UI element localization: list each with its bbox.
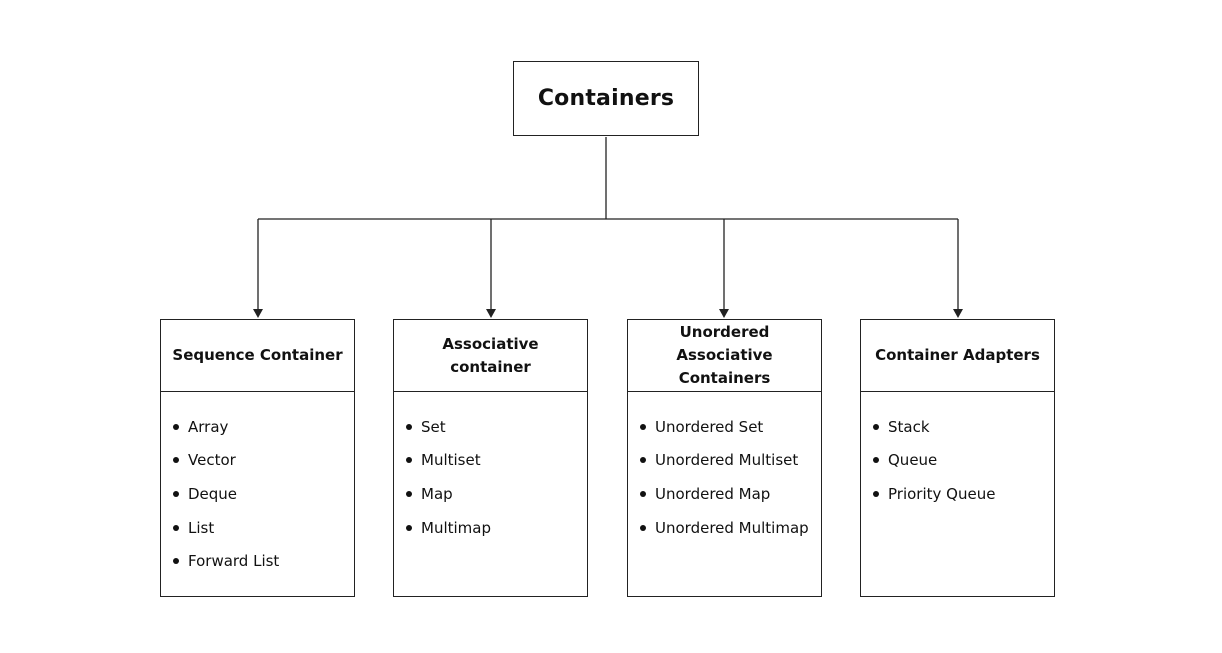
list-item-label: Unordered Multiset <box>655 451 799 470</box>
category-title: Sequence Container <box>172 346 343 364</box>
bullet-icon <box>173 490 179 497</box>
bullet-icon <box>173 558 179 565</box>
bullet-icon <box>406 490 412 497</box>
category-sequence-container: Sequence Container Array Vector Deque Li… <box>160 319 355 597</box>
bullet-icon <box>640 423 646 430</box>
list-item-label: Unordered Set <box>655 417 764 436</box>
category-header: Sequence Container <box>161 320 354 392</box>
bullet-icon <box>640 524 646 531</box>
arrowhead-sequence <box>253 309 263 318</box>
list-item: Stack <box>873 415 1054 438</box>
arrowhead-associative <box>486 309 496 318</box>
bullet-icon <box>406 423 412 430</box>
list-item: Unordered Multimap <box>640 516 821 539</box>
category-title: Container Adapters <box>875 346 1040 364</box>
list-item-label: Forward List <box>188 552 280 571</box>
category-item-list: Stack Queue Priority Queue <box>861 392 1054 505</box>
category-container-adapters: Container Adapters Stack Queue Priority … <box>860 319 1055 597</box>
bullet-icon <box>873 423 879 430</box>
bullet-icon <box>640 457 646 464</box>
category-item-list: Array Vector Deque List Forward List <box>161 392 354 573</box>
list-item: Unordered Map <box>640 482 821 505</box>
bullet-icon <box>173 423 179 430</box>
list-item: Deque <box>173 482 354 505</box>
list-item-label: Multiset <box>421 451 481 470</box>
list-item-label: Array <box>188 417 229 436</box>
category-title: Associative container <box>442 334 539 376</box>
list-item-label: Deque <box>188 484 238 503</box>
category-item-list: Unordered Set Unordered Multiset Unorder… <box>628 392 821 539</box>
root-title: Containers <box>537 86 675 111</box>
bullet-icon <box>640 490 646 497</box>
list-item: Priority Queue <box>873 482 1054 505</box>
category-header: Unordered Associative Containers <box>628 320 821 392</box>
category-associative-container: Associative container Set Multiset Map M… <box>393 319 588 597</box>
list-item: Set <box>406 415 587 438</box>
list-item: List <box>173 516 354 539</box>
arrowhead-adapters <box>953 309 963 318</box>
list-item-label: Multimap <box>421 518 491 537</box>
bullet-icon <box>406 524 412 531</box>
list-item-label: Set <box>421 417 446 436</box>
bullet-icon <box>173 457 179 464</box>
arrowhead-unordered <box>719 309 729 318</box>
list-item: Vector <box>173 449 354 472</box>
list-item: Forward List <box>173 550 354 573</box>
list-item-label: List <box>188 518 215 537</box>
list-item-label: Vector <box>188 451 236 470</box>
list-item-label: Priority Queue <box>888 484 996 503</box>
category-title: Unordered Associative Containers <box>676 323 773 387</box>
list-item: Unordered Multiset <box>640 449 821 472</box>
list-item-label: Queue <box>888 451 938 470</box>
bullet-icon <box>173 524 179 531</box>
root-node-containers: Containers <box>513 61 699 136</box>
bullet-icon <box>873 490 879 497</box>
list-item: Map <box>406 482 587 505</box>
list-item-label: Unordered Map <box>655 484 771 503</box>
list-item: Queue <box>873 449 1054 472</box>
list-item-label: Stack <box>888 417 930 436</box>
list-item: Unordered Set <box>640 415 821 438</box>
list-item: Array <box>173 415 354 438</box>
category-unordered-associative-containers: Unordered Associative Containers Unorder… <box>627 319 822 597</box>
category-header: Associative container <box>394 320 587 392</box>
list-item: Multimap <box>406 516 587 539</box>
category-header: Container Adapters <box>861 320 1054 392</box>
list-item: Multiset <box>406 449 587 472</box>
bullet-icon <box>873 457 879 464</box>
list-item-label: Map <box>421 484 453 503</box>
category-item-list: Set Multiset Map Multimap <box>394 392 587 539</box>
list-item-label: Unordered Multimap <box>655 518 809 537</box>
bullet-icon <box>406 457 412 464</box>
